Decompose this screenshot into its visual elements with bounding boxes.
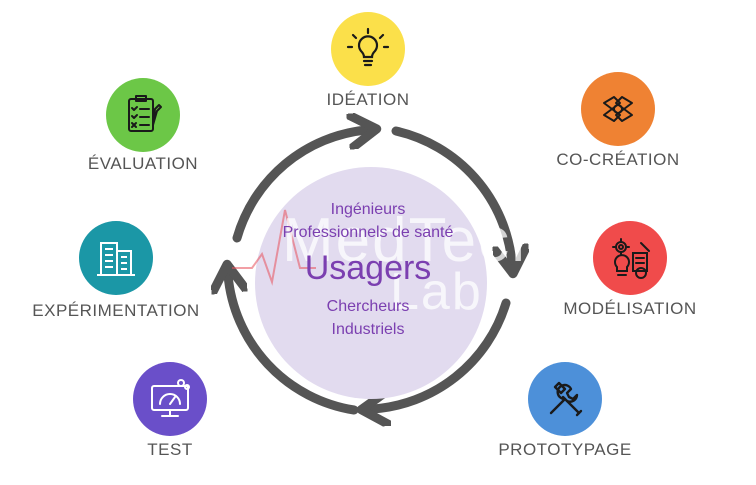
joined-hands-icon	[603, 96, 633, 122]
center-line-industriels: Industriels	[331, 321, 405, 338]
center-line-ingenieurs: Ingénieurs	[330, 201, 406, 218]
arrow-bottom-left	[228, 275, 359, 415]
watermark-text-lab: Lab	[390, 263, 483, 321]
node-prototypage	[528, 362, 602, 436]
label-co-creation: CO-CRÉATION	[556, 150, 680, 169]
label-modelisation: MODÉLISATION	[563, 299, 697, 318]
node-co-creation	[581, 72, 655, 146]
checklist-icon	[128, 95, 162, 132]
arrow-bottom-right	[372, 298, 511, 409]
gears-lightbulb-icon	[612, 238, 650, 279]
label-evaluation: ÉVALUATION	[87, 154, 199, 173]
node-evaluation	[106, 78, 180, 152]
label-prototypage: PROTOTYPAGE	[498, 440, 632, 459]
node-test	[133, 362, 207, 436]
wrench-screwdriver-icon	[549, 381, 583, 417]
lightbulb-icon	[346, 27, 390, 67]
node-modelisation	[593, 221, 667, 295]
buildings-icon	[97, 242, 135, 276]
node-experimentation	[79, 221, 153, 295]
arrow-top-left	[232, 130, 366, 243]
center-title-usagers: Usagers	[304, 249, 432, 287]
watermark-text-medtech: MedTech	[282, 206, 548, 275]
node-ideation	[331, 12, 405, 86]
monitor-gauge-icon	[151, 379, 190, 417]
label-ideation: IDÉATION	[326, 90, 410, 109]
center-line-professionnels: Professionnels de santé	[282, 224, 454, 241]
center-line-chercheurs: Chercheurs	[326, 298, 410, 315]
arrow-top-right	[391, 126, 512, 263]
label-experimentation: EXPÉRIMENTATION	[32, 301, 200, 320]
center-disc	[255, 167, 487, 399]
label-test: TEST	[147, 440, 193, 459]
